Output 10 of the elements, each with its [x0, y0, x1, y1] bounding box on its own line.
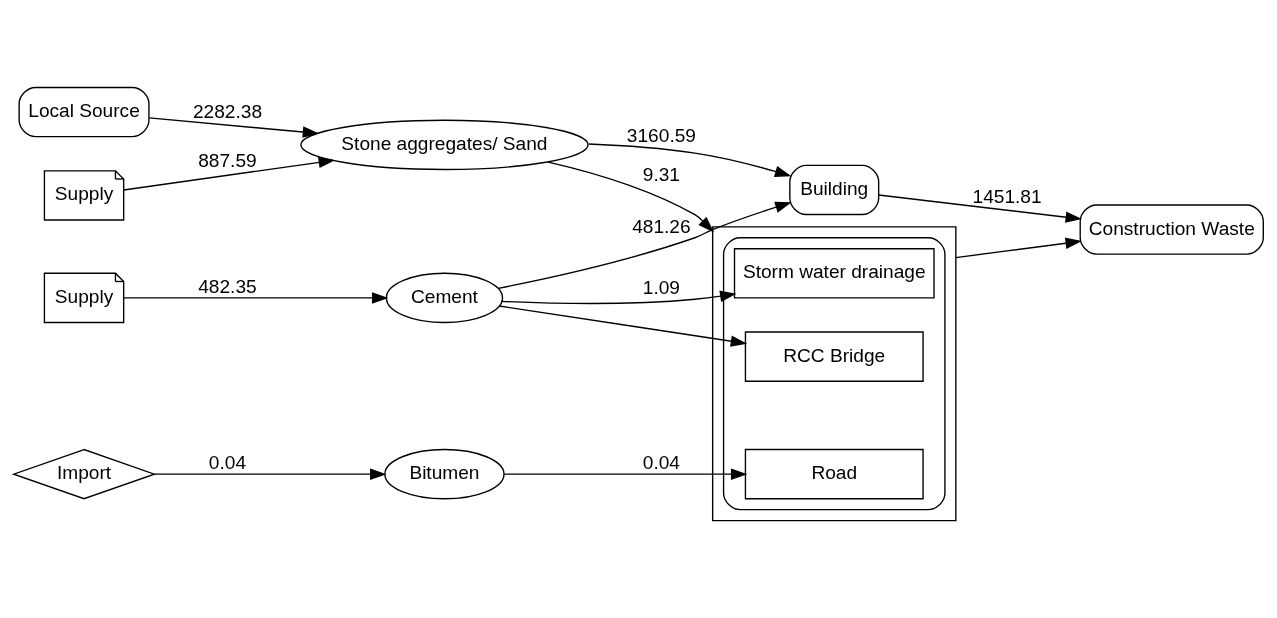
edge-label: 1.09	[642, 276, 681, 298]
edge-label: 481.26	[632, 215, 691, 237]
edge-label: 2282.38	[192, 100, 263, 122]
edge-label: 0.04	[642, 451, 681, 473]
edge-label: 887.59	[198, 149, 257, 171]
edge-label: 1451.81	[972, 185, 1042, 207]
edge-label: 0.04	[208, 451, 247, 473]
edge-label: 3160.59	[626, 124, 696, 146]
edge-label: 482.35	[198, 275, 257, 297]
edge-label: 9.31	[642, 163, 681, 185]
